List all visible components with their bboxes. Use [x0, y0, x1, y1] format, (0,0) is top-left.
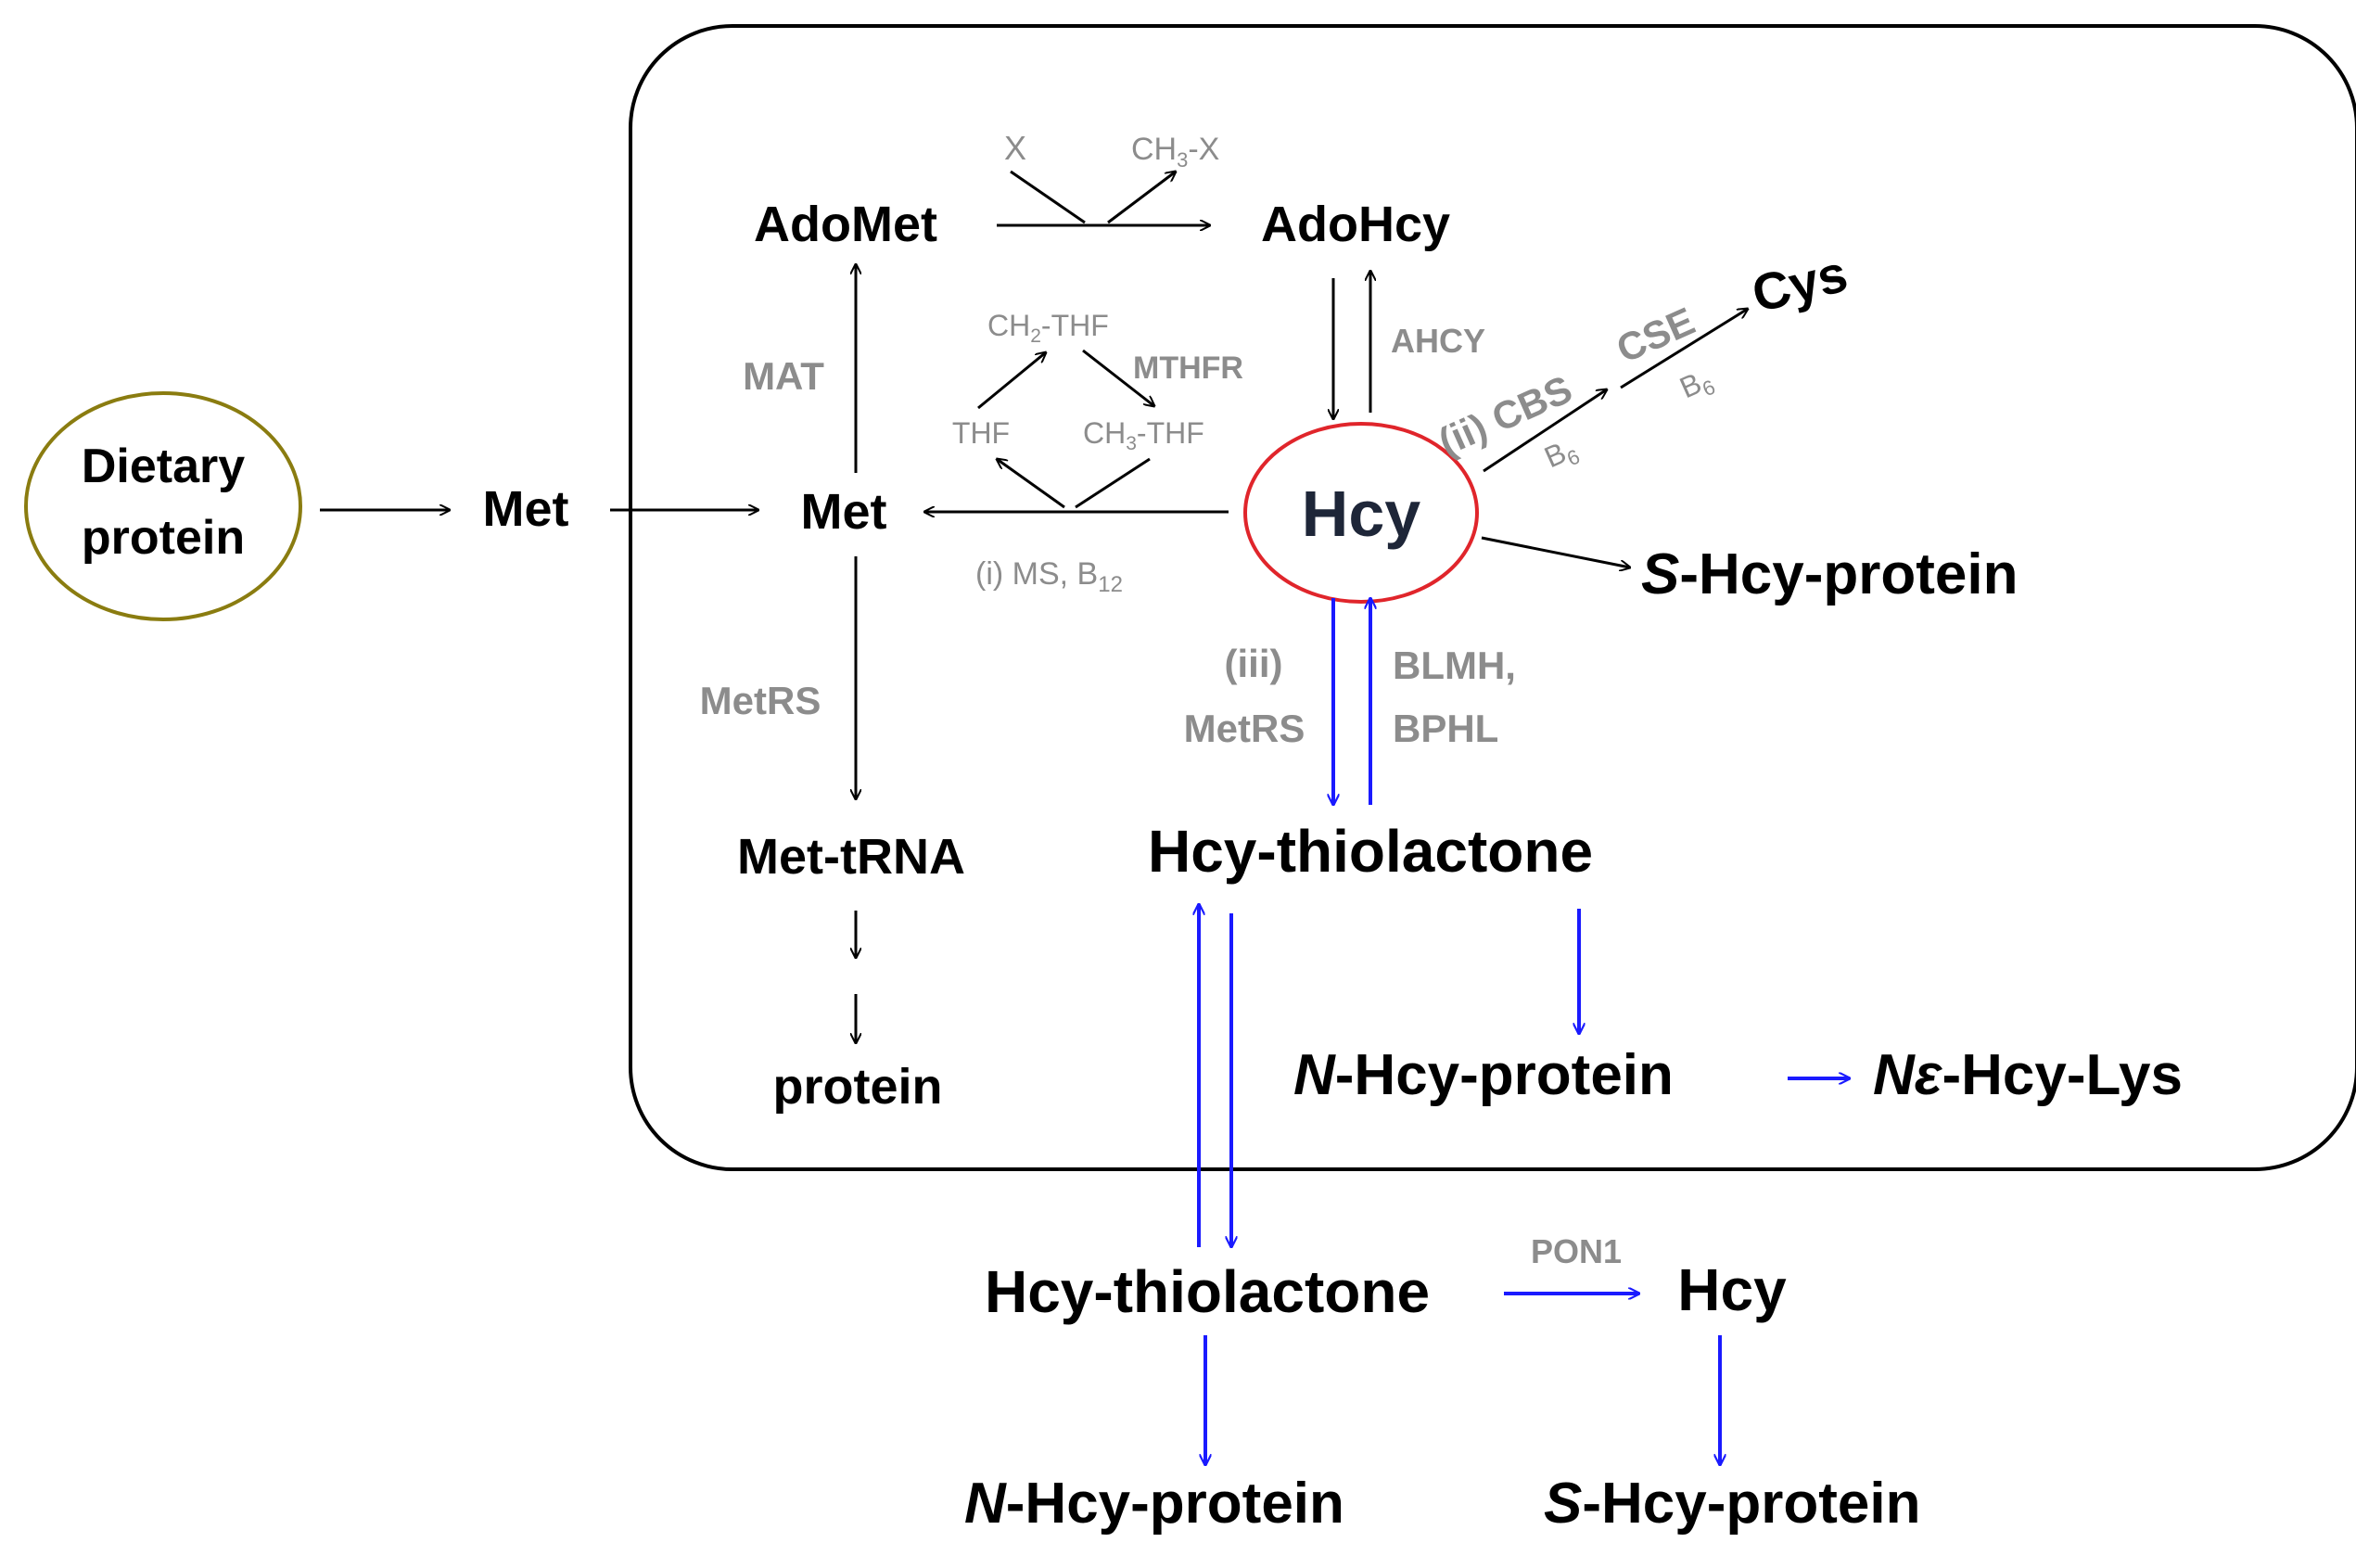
protein-label: protein [773, 1059, 943, 1115]
arrow-ms-to-thf [997, 459, 1065, 509]
met-cell-label: Met [801, 484, 887, 540]
cbs-b6-label: B6 [1539, 431, 1583, 478]
mthfr-enzyme-label: MTHFR [1133, 351, 1243, 386]
x-cofactor-label: X [1004, 129, 1026, 167]
ahcy-enzyme-label: AHCY [1391, 322, 1485, 360]
dietary-protein-circle [24, 391, 302, 621]
arrow-ch3x-out [1107, 172, 1176, 224]
hcy-thiolactone-ext-label: Hcy-thiolactone [985, 1258, 1430, 1325]
ch3x-cofactor-label: CH3-X [1131, 132, 1219, 172]
arrow-hcy-to-s-hcy-protein [1481, 536, 1630, 567]
thf-cofactor-label: THF [952, 416, 1010, 450]
arrow-cbs-to-intermediate [1483, 389, 1607, 473]
cse-b6-label: B6 [1675, 362, 1718, 409]
blmh-label-line1: BLMH, [1393, 644, 1516, 687]
arrow-x-in [1010, 170, 1086, 224]
dietary-protein-label-line2: protein [82, 511, 245, 565]
adohcy-label: AdoHcy [1261, 197, 1450, 252]
adomet-label: AdoMet [754, 197, 937, 252]
arrow-thf-to-ch2thf [977, 352, 1046, 410]
hcy-center-label: Hcy [1302, 478, 1420, 550]
mat-enzyme-label: MAT [743, 354, 824, 398]
s-hcy-protein-cell-label: S-Hcy-protein [1641, 542, 2019, 606]
cell-boundary [629, 24, 2356, 1171]
metrs-left-enzyme-label: MetRS [700, 679, 821, 722]
met-trna-label: Met-tRNA [737, 829, 965, 885]
metrs-iii-label-line2: MetRS [1184, 707, 1305, 750]
ch2thf-cofactor-label: CH2-THF [987, 309, 1109, 347]
ms-enzyme-label: (i) MS, B12 [975, 556, 1123, 597]
s-hcy-protein-ext-label: S-Hcy-protein [1544, 1472, 1921, 1536]
n-hcy-protein-cell-label: N-Hcy-protein [1293, 1043, 1674, 1107]
pon1-enzyme-label: PON1 [1531, 1232, 1622, 1270]
n-hcy-protein-ext-label: N-Hcy-protein [964, 1472, 1344, 1536]
hcy-thiolactone-cell-label: Hcy-thiolactone [1148, 818, 1593, 885]
blmh-label-line2: BPHL [1393, 707, 1498, 750]
arrow-ch2thf-to-ch3thf [1082, 349, 1154, 406]
cse-enzyme-label: CSE [1611, 299, 1701, 371]
hcy-ext-label: Hcy [1677, 1256, 1787, 1323]
dietary-protein-label-line1: Dietary [82, 440, 245, 493]
metrs-iii-label-line1: (iii) [1225, 642, 1283, 685]
ne-hcy-lys-label: Nε-Hcy-Lys [1873, 1043, 2183, 1107]
hcy-circle [1243, 422, 1479, 604]
cys-label: Cys [1746, 244, 1853, 324]
met-outside-label: Met [483, 481, 569, 537]
ch3thf-cofactor-label: CH3-THF [1083, 416, 1204, 454]
arrow-cse-to-cys [1620, 309, 1748, 389]
arrow-ch3thf-to-ms [1075, 457, 1151, 509]
